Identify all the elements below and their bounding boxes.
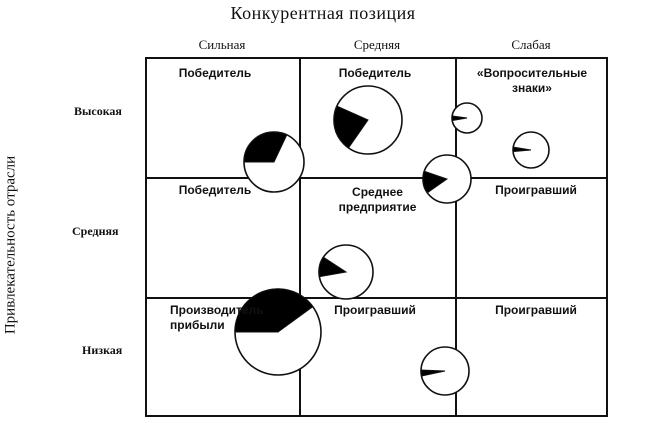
- bubble-share-slice: [333, 105, 369, 149]
- cell-label-medium-medium: Среднее предприятие: [338, 185, 417, 214]
- bubble-share-slice: [512, 146, 532, 153]
- cell-label-low-strong: Производитель прибыли: [170, 303, 264, 332]
- bubble-share-slice: [243, 131, 288, 163]
- pie-bubble-6: [318, 244, 374, 300]
- cell-label-medium-weak: Проигравший: [495, 183, 577, 197]
- pie-bubble-1: [243, 131, 305, 193]
- pie-bubble-4: [512, 131, 550, 169]
- cell-label-low-weak: Проигравший: [495, 303, 577, 317]
- pie-bubble-2: [333, 85, 403, 155]
- row-header-medium: Средняя: [72, 224, 119, 238]
- bubble-share-slice: [318, 256, 348, 278]
- cell-label-high-weak: «Вопросительные знаки»: [476, 66, 588, 95]
- column-header-medium: Средняя: [353, 37, 401, 52]
- cell-label-high-strong: Победитель: [178, 66, 252, 80]
- bubble-share-slice: [422, 170, 449, 194]
- column-header-strong: Сильная: [198, 37, 246, 52]
- pie-bubble-3: [451, 102, 483, 134]
- bubble-share-slice: [451, 115, 468, 122]
- row-header-high: Высокая: [74, 104, 122, 118]
- cell-label-medium-strong: Победитель: [178, 183, 252, 197]
- cell-label-high-medium: Победитель: [338, 66, 412, 80]
- bubble-share-slice: [234, 288, 314, 333]
- row-header-low: Низкая: [82, 343, 123, 357]
- pie-bubble-7: [234, 288, 322, 376]
- pie-bubble-5: [422, 154, 472, 204]
- pie-bubble-8: [420, 346, 470, 396]
- bubble-share-slice: [420, 369, 446, 377]
- column-header-weak: Слабая: [511, 37, 551, 52]
- matrix-grid: [145, 57, 608, 417]
- diagram-title: Конкурентная позиция: [230, 3, 416, 23]
- cell-label-low-medium: Проигравший: [334, 303, 416, 317]
